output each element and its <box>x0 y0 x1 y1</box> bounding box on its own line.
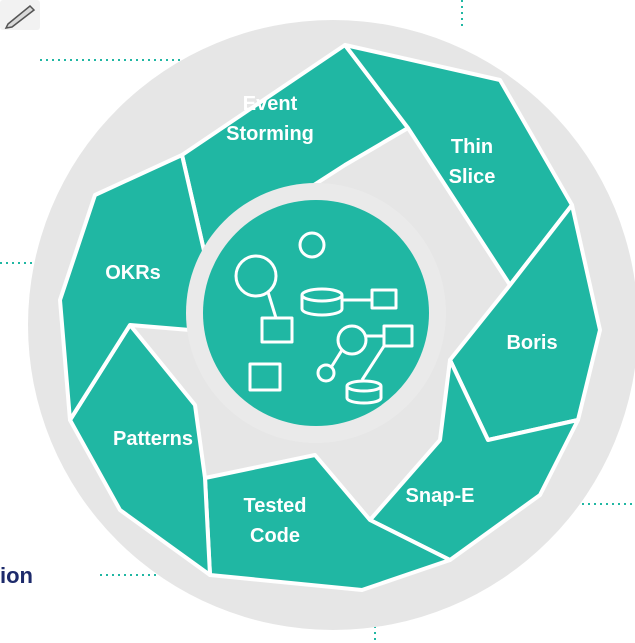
segment-label: Snap-E <box>406 485 475 507</box>
segment-label: Boris <box>506 332 557 354</box>
segment-label: OKRs <box>105 262 161 284</box>
architecture-diagram-icon <box>234 231 414 405</box>
corner-label: ion <box>0 563 33 588</box>
pen-icon <box>0 0 40 30</box>
segment-snap-e <box>368 358 580 562</box>
segment-okrs <box>58 153 207 422</box>
segment-label: Patterns <box>113 428 193 450</box>
